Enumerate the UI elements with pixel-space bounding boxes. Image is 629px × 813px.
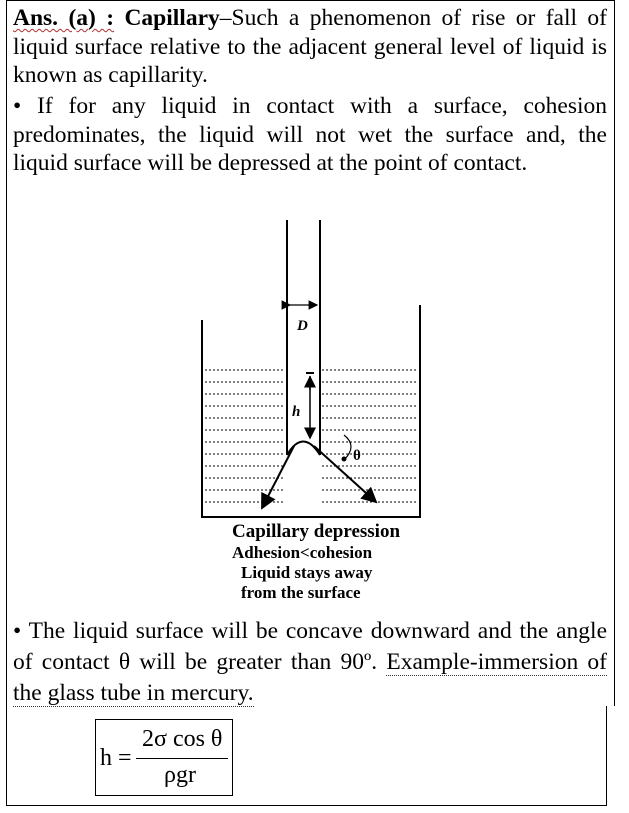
liquid-level-right bbox=[322, 369, 417, 503]
caption-capillary-depression: Capillary depression bbox=[232, 521, 400, 542]
theta-label: θ bbox=[353, 448, 361, 464]
meniscus-curve bbox=[286, 440, 321, 456]
contact-line-right bbox=[313, 445, 378, 504]
container-outline bbox=[201, 305, 421, 518]
point-cohesion: • If for any liquid in contact with a su… bbox=[13, 93, 607, 176]
capillary-depression-diagram: D h θ Capillary depression Adhesion<cohe… bbox=[201, 220, 421, 602]
formula-frame bbox=[6, 706, 607, 806]
h-label: h bbox=[292, 404, 300, 420]
point-concave: • The liquid surface will be concave dow… bbox=[13, 616, 607, 709]
example-mercury: Example-immersion of the glass tube in m… bbox=[13, 649, 607, 707]
answer-frame bbox=[6, 0, 615, 706]
formula-denominator: ρgr bbox=[164, 762, 196, 788]
fraction-bar bbox=[136, 758, 228, 759]
theta-dot bbox=[341, 456, 347, 462]
formula-lhs: h = bbox=[100, 745, 132, 771]
caption-liquid-stays-away: Liquid stays away bbox=[241, 563, 373, 582]
answer-label: Ans. (a) : bbox=[13, 5, 115, 31]
liquid-level-left bbox=[205, 369, 285, 503]
caption-adhesion-cohesion: Adhesion<cohesion bbox=[232, 543, 373, 562]
formula-numerator: 2σ cos θ bbox=[142, 726, 223, 752]
contact-line-left bbox=[261, 445, 295, 510]
diameter-label: D bbox=[296, 318, 308, 334]
intro-paragraph: Ans. (a) : Capillary–Such a phenomenon o… bbox=[13, 4, 607, 90]
formula-box: h = 2σ cos θ ρgr bbox=[95, 719, 233, 796]
caption-from-surface: from the surface bbox=[241, 583, 361, 602]
term-capillary: Capillary bbox=[124, 5, 220, 31]
point-concave-text: • The liquid surface will be concave dow… bbox=[13, 618, 607, 675]
capillary-definition: –Such a phenomenon of rise or fall of li… bbox=[13, 5, 607, 88]
theta-arc bbox=[343, 434, 352, 461]
